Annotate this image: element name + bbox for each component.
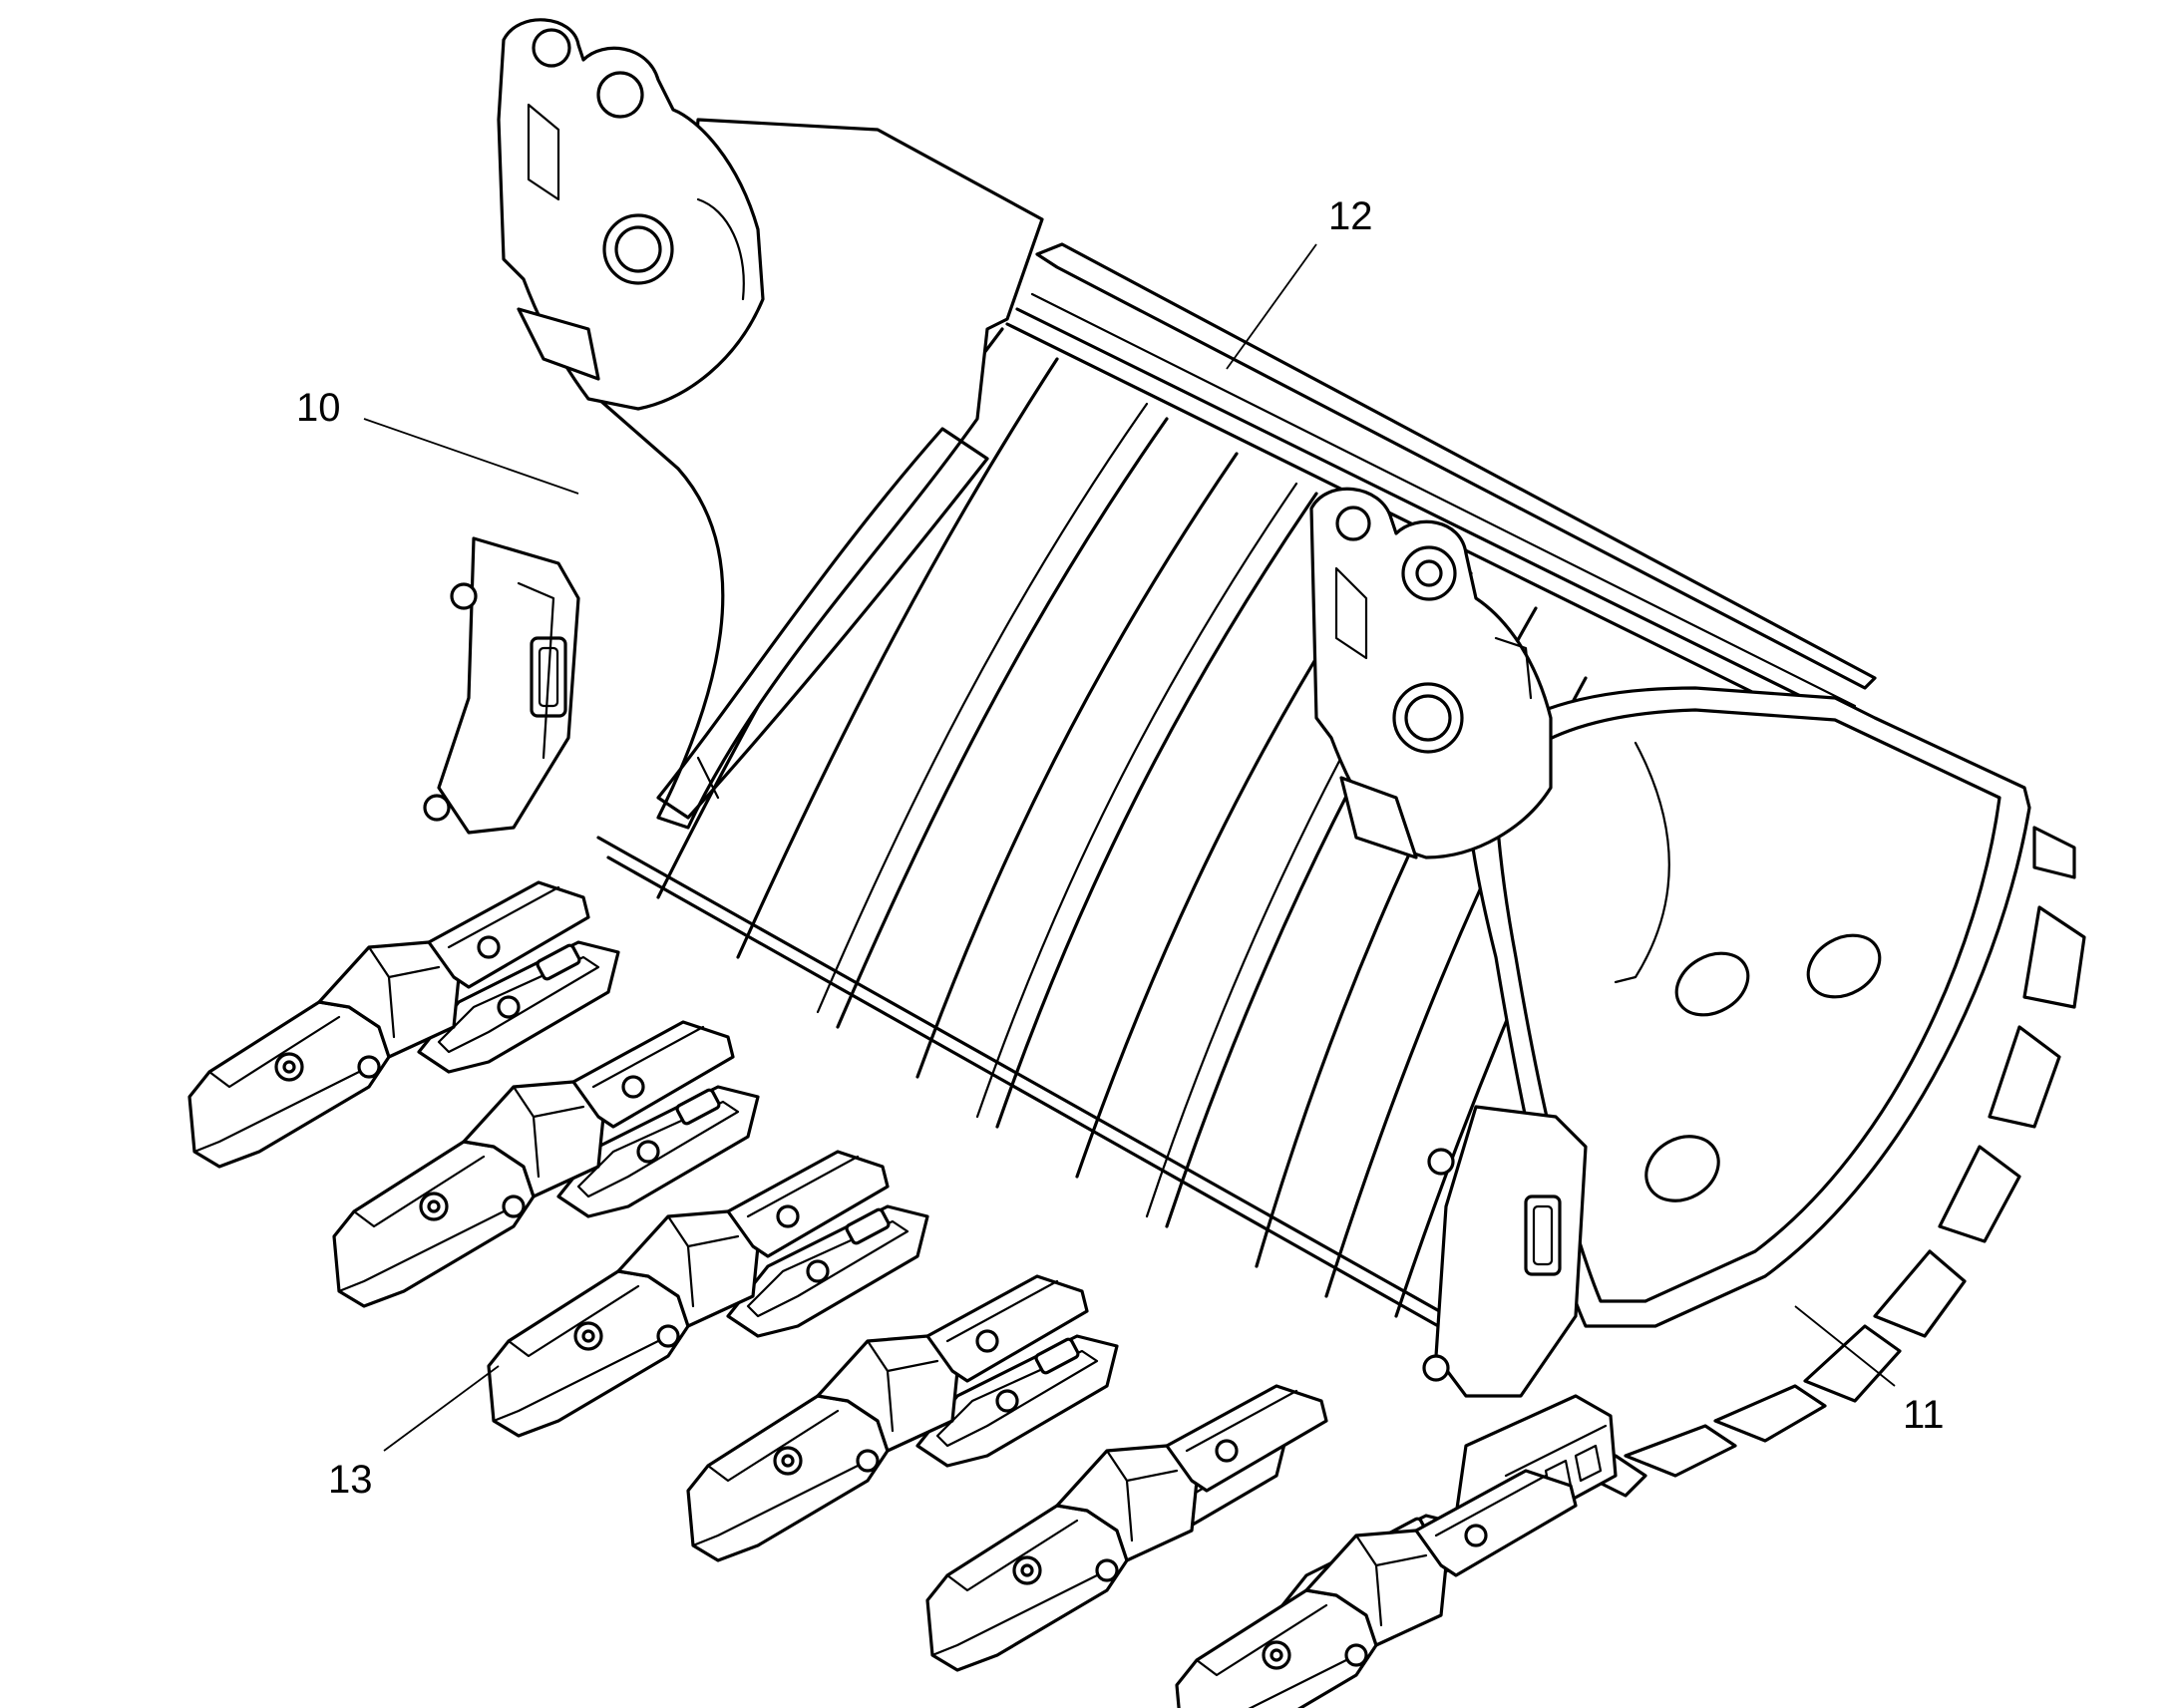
right-side-plate <box>1464 686 2031 1328</box>
left-top-lug <box>497 18 765 411</box>
right-top-lug <box>1309 487 1553 859</box>
leader-11 <box>1794 1305 1896 1387</box>
right-wear-segments <box>1594 826 2086 1498</box>
callout-12: 12 <box>1328 194 1373 238</box>
leader-lines <box>363 243 1896 1452</box>
left-wear-plate <box>423 536 580 835</box>
leader-13 <box>383 1365 500 1452</box>
leader-12 <box>1226 243 1317 370</box>
callout-11: 11 <box>1903 1393 1945 1437</box>
bucket-teeth <box>187 880 1578 1708</box>
callout-13: 13 <box>328 1458 373 1502</box>
leader-10 <box>363 418 579 495</box>
right-wear-plate <box>1422 1105 1588 1398</box>
callout-10: 10 <box>296 386 341 430</box>
